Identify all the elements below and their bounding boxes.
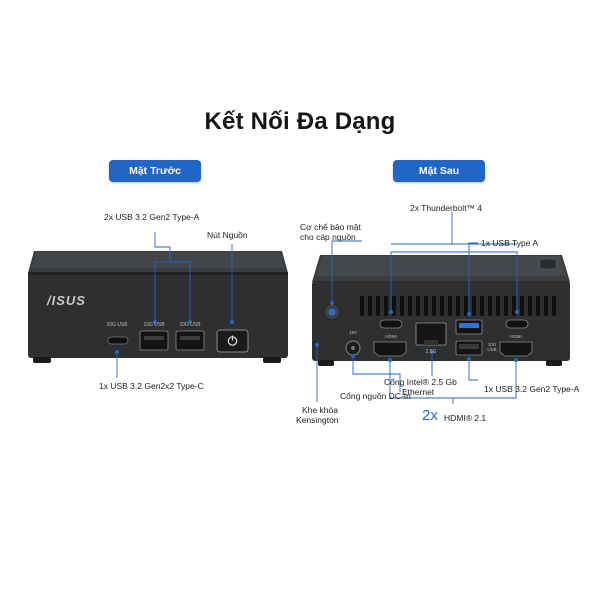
callout-line-usb-gen2 xyxy=(468,359,478,381)
thunderbolt-port-1 xyxy=(379,319,403,329)
callout-rear-ethernet-2: Ethernet xyxy=(402,387,435,397)
callout-dot xyxy=(430,350,434,354)
callout-rear-kensington-2: Kensington xyxy=(296,415,339,425)
front-port-label-a2: 10G USB xyxy=(179,322,201,328)
front-usb-a-port-2 xyxy=(175,330,205,351)
front-device-seam xyxy=(28,272,288,275)
callout-dot xyxy=(115,350,119,354)
callout-line-dc xyxy=(352,356,401,392)
thunderbolt-port-2 xyxy=(505,319,529,329)
callout-dot xyxy=(467,357,471,361)
ethernet-latch xyxy=(424,340,438,345)
callout-dot xyxy=(330,301,334,305)
usb-a-blue-tongue xyxy=(459,323,479,328)
power-button[interactable] xyxy=(216,329,249,353)
callout-line-usb-a xyxy=(154,232,191,322)
callout-dot xyxy=(515,310,519,314)
front-usb-a-port-1-tongue xyxy=(144,336,164,340)
rear-foot-left xyxy=(318,360,334,366)
callout-rear-dc-in: Cổng nguồn DC-In xyxy=(340,391,411,401)
front-usb-c-port xyxy=(107,336,129,345)
callout-rear-usb-gen2: 1x USB 3.2 Gen2 Type-A xyxy=(484,384,580,394)
callout-front-usb-a: 2x USB 3.2 Gen2 Type-A xyxy=(104,212,200,222)
front-usb-a-port-1 xyxy=(139,330,169,351)
callout-rear-hdmi-label: HDMI® 2.1 xyxy=(444,413,487,423)
callout-front-usb-c: 1x USB 3.2 Gen2x2 Type-C xyxy=(99,381,204,391)
front-foot-left xyxy=(33,357,51,363)
callout-rear-security: Cơ chế bảo mật cho cáp nguồn xyxy=(300,222,361,242)
callout-dot xyxy=(153,320,157,324)
hdmi-port-2 xyxy=(499,341,533,357)
rear-foot-right xyxy=(546,360,562,366)
callout-line-usb-type-a xyxy=(468,242,478,314)
callout-front-power: Nút Nguồn xyxy=(207,230,248,240)
callout-rear-hdmi-count: 2x xyxy=(422,407,438,424)
security-screw-center xyxy=(328,308,336,316)
rear-vent-group xyxy=(360,296,556,316)
rear-device-top-highlight xyxy=(316,256,566,276)
front-badge: Mặt Trước xyxy=(109,160,201,182)
callout-dot xyxy=(514,358,518,362)
rear-port-label-dc: 19V xyxy=(348,330,357,335)
callout-rear-ethernet-1: Cổng Intel® 2.5 Gb xyxy=(384,377,457,387)
front-port-label-a1: 10G USB xyxy=(143,322,165,328)
callout-dot xyxy=(351,354,355,358)
rear-port-label-hdmi-2: HDMI xyxy=(510,334,522,339)
rear-port-label-hdmi-1: HDMI xyxy=(385,334,397,339)
callout-dot xyxy=(389,310,393,314)
front-foot-right xyxy=(263,357,281,363)
front-usb-a-port-2-tongue xyxy=(180,336,200,340)
front-device-top-highlight xyxy=(32,252,284,268)
callout-line-tb xyxy=(390,251,518,312)
rear-port-label-lan: 2.5G xyxy=(425,349,437,355)
front-port-label-c: 20G USB xyxy=(106,322,128,328)
callout-dot xyxy=(315,343,319,347)
callout-dot xyxy=(188,320,192,324)
page-title: Kết Nối Đa Dạng xyxy=(204,108,396,135)
callout-dot xyxy=(388,358,392,362)
callout-rear-thunderbolt: 2x Thunderbolt™ 4 xyxy=(410,203,483,213)
rear-badge: Mặt Sau xyxy=(393,160,485,182)
rear-port-label-usb: 10G USB xyxy=(487,342,497,352)
callout-line-security xyxy=(331,240,362,303)
callout-rear-kensington-1: Khe khóa xyxy=(302,405,338,415)
asus-logo: /ISUS xyxy=(47,293,86,308)
callout-dot xyxy=(467,312,471,316)
usb-a-gen2-tongue xyxy=(459,344,479,349)
dc-in-pin xyxy=(351,346,355,350)
hdmi-port-1 xyxy=(373,341,407,357)
callout-rear-usb-type-a: 1x USB Type A xyxy=(481,238,539,248)
rear-top-badge xyxy=(539,258,557,270)
callout-dot xyxy=(230,320,234,324)
